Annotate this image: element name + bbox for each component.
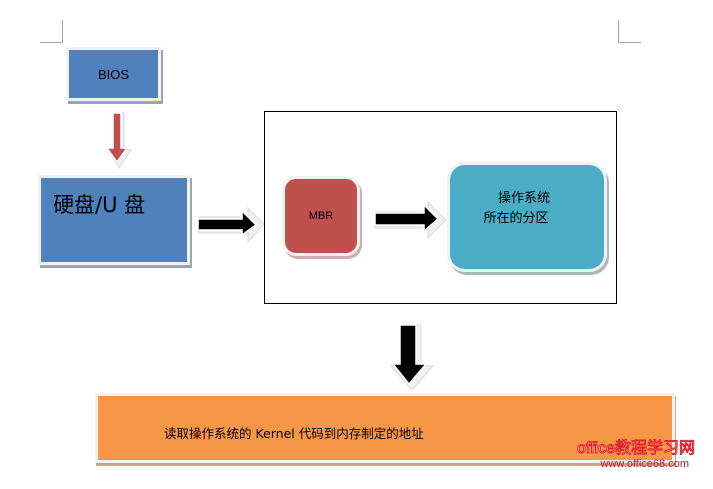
mbr-label: MBR bbox=[308, 210, 334, 222]
page-corner-mark-top-left bbox=[40, 20, 63, 43]
mbr-node: MBR bbox=[282, 176, 360, 256]
os-partition-label-line1: 操作系统 bbox=[497, 191, 550, 206]
load-kernel-node: 读取操作系统的 Kernel 代码到内存制定的地址 bbox=[95, 393, 675, 463]
arrow-bios-to-disk bbox=[105, 112, 132, 169]
disk-node: 硬盘/U 盘 bbox=[38, 175, 190, 265]
arrow-bios-to-disk-body bbox=[105, 112, 129, 164]
load-kernel-label: 读取操作系统的 Kernel 代码到内存制定的地址 bbox=[164, 426, 424, 441]
watermark-url: www.office68.com bbox=[600, 458, 689, 470]
bios-label: BIOS bbox=[97, 66, 130, 82]
arrow-disk-to-mbr-body bbox=[197, 209, 258, 237]
os-partition-label-line2: 所在的分区 bbox=[483, 211, 549, 226]
watermark-title: office教程学习网 bbox=[577, 440, 696, 458]
page-corner-mark-top-right bbox=[618, 20, 641, 43]
os-partition-node: 操作系统 所在的分区 bbox=[447, 162, 607, 272]
arrow-os-partition-to-load-kernel bbox=[389, 324, 435, 391]
arrow-mbr-to-os-partition bbox=[374, 200, 447, 240]
arrow-disk-to-mbr bbox=[197, 206, 265, 244]
bios-node: BIOS bbox=[66, 47, 161, 101]
arrow-os-partition-to-load-kernel-body bbox=[391, 324, 428, 386]
arrow-mbr-to-os-partition-body bbox=[374, 203, 440, 233]
watermark: office教程学习网 www.office68.com bbox=[557, 440, 707, 471]
disk-label: 硬盘/U 盘 bbox=[53, 193, 146, 217]
